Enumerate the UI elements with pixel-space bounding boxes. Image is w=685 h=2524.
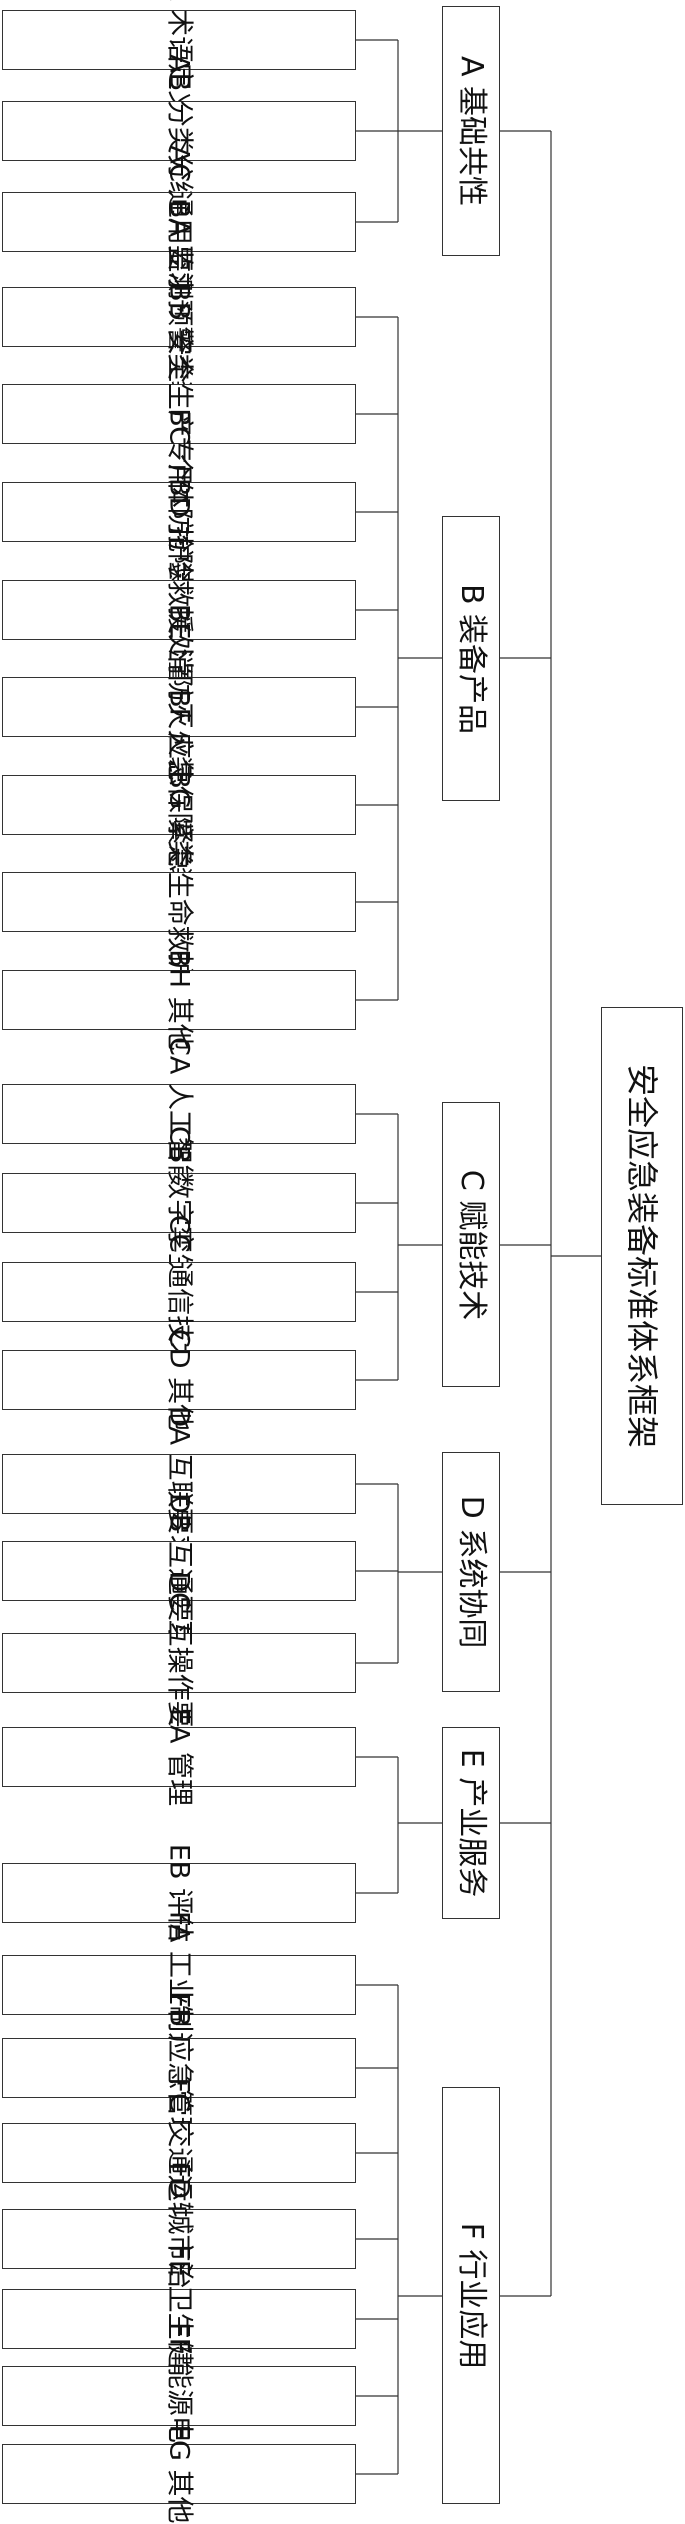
leaf-bh: BH 其他 <box>2 949 356 1051</box>
leaf-bf: BF 应急保障类装备 <box>2 689 356 921</box>
leaf-fa: FA 工业制造 <box>2 1911 356 2059</box>
leaf-ca: CA 人工智能 <box>2 1037 356 1191</box>
leaf-be: BE 消防灭火装备 <box>2 604 356 810</box>
leaf-da: DA 互联要求 <box>2 1406 356 1562</box>
leaf-fg: FG 其他 <box>2 2424 356 2524</box>
category-label: B 装备产品 <box>454 583 489 734</box>
root-label: 安全应急装备标准体系框架 <box>623 1063 661 1449</box>
leaf-ab: AB 分类分级 <box>2 54 356 208</box>
leaf-label: FG 其他 <box>163 2424 195 2524</box>
leaf-fb: FB 应急管理 <box>2 1993 356 2143</box>
root-node: 安全应急装备标准体系框架 <box>601 1007 683 1505</box>
leaf-bb: BB 安全生产专用装备 <box>2 283 356 545</box>
leaf-fd: FD 城市治理 <box>2 2163 356 2315</box>
leaf-db: DB 互通要求 <box>2 1493 356 1649</box>
leaf-cd: CD 其他 <box>2 1329 356 1431</box>
leaf-fc: FC 交通运输 <box>2 2078 356 2228</box>
leaf-ac: AC 通用要求 <box>2 145 356 299</box>
category-f: F 行业应用 <box>442 2087 500 2504</box>
leaf-cb: CB 数字孪生 <box>2 1126 356 1280</box>
category-d: D 系统协同 <box>442 1452 500 1692</box>
category-label: E 产业服务 <box>454 1748 489 1898</box>
category-a: A 基础共性 <box>442 6 500 256</box>
category-b: B 装备产品 <box>442 516 500 801</box>
leaf-bc: BC 个体防护装备 <box>2 408 356 616</box>
leaf-bg: BG 紧急生命救护装备 <box>2 770 356 1034</box>
leaf-ba: BA 监测预警类装备 <box>2 200 356 434</box>
category-label: D 系统协同 <box>454 1495 489 1649</box>
category-label: A 基础共性 <box>454 55 489 207</box>
leaf-ff: FF 能源电力 <box>2 2322 356 2470</box>
leaf-ea: EA 管理 <box>2 1708 356 1806</box>
leaf-label: EA 管理 <box>163 1707 195 1807</box>
leaf-fe: FE 卫生健康 <box>2 2244 356 2394</box>
leaf-cc: CC 通信技术 <box>2 1215 356 1369</box>
category-e: E 产业服务 <box>442 1727 500 1919</box>
leaf-dc: DC 互操作要求 <box>2 1571 356 1755</box>
leaf-bd: BD 抢险救援处置装备 <box>2 478 356 742</box>
leaf-label: BH 其他 <box>163 949 195 1051</box>
category-c: C 赋能技术 <box>442 1102 500 1387</box>
leaf-eb: EB 评估 <box>2 1844 356 1942</box>
leaf-aa: AA 术语定义 <box>2 0 356 117</box>
category-label: F 行业应用 <box>454 2222 489 2369</box>
category-label: C 赋能技术 <box>454 1169 489 1320</box>
